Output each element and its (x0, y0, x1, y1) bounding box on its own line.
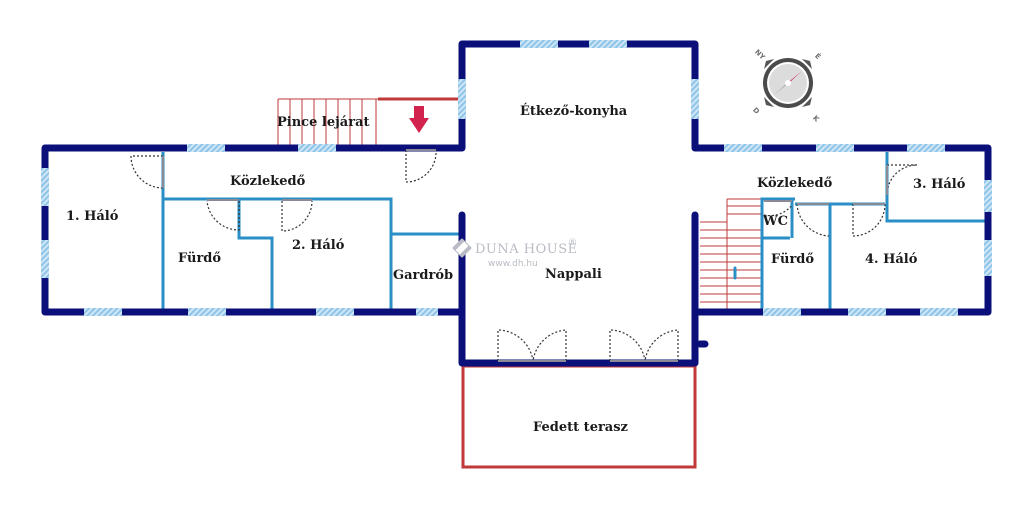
room-label-corridor-right: Közlekedő (757, 176, 833, 191)
watermark-brand: DUNA HOUSE (475, 242, 578, 257)
room-label-bedroom3: 3. Háló (913, 177, 966, 192)
duna-house-watermark: DUNA HOUSE ® www.dh.hu (452, 238, 578, 269)
room-label-cellar-stairs: Pince lejárat (277, 115, 370, 130)
room-label-bedroom2: 2. Háló (292, 238, 345, 253)
duna-house-logo-icon (452, 238, 472, 258)
room-label-wc: WC (762, 214, 788, 229)
room-label-terrace: Fedett terasz (533, 420, 628, 435)
terrace-outline (461, 364, 697, 469)
room-label-corridor-left: Közlekedő (230, 174, 306, 189)
room-label-wardrobe: Gardrób (393, 268, 453, 283)
room-label-bath-right: Fürdő (771, 252, 814, 267)
right-staircase (700, 198, 762, 310)
watermark-registered: ® (568, 238, 577, 248)
compass-sw: D (751, 106, 761, 116)
compass-se: K (811, 114, 821, 124)
windows (41, 40, 992, 316)
room-label-bedroom1: 1. Háló (66, 209, 119, 224)
compass-ne: É (813, 51, 823, 61)
down-arrow-icon (409, 106, 429, 133)
room-label-living: Nappali (545, 267, 602, 282)
room-label-dining-kitchen: Étkező-konyha (520, 103, 628, 119)
room-label-bath-left: Fürdő (178, 251, 221, 266)
cellar-stairs (277, 98, 378, 147)
door-leaves (162, 149, 888, 362)
compass-nw: NY (753, 48, 767, 62)
room-label-bedroom4: 4. Háló (865, 252, 918, 267)
compass-icon: NY É D K (751, 48, 823, 124)
watermark-url: www.dh.hu (488, 259, 538, 269)
doors (130, 149, 918, 362)
